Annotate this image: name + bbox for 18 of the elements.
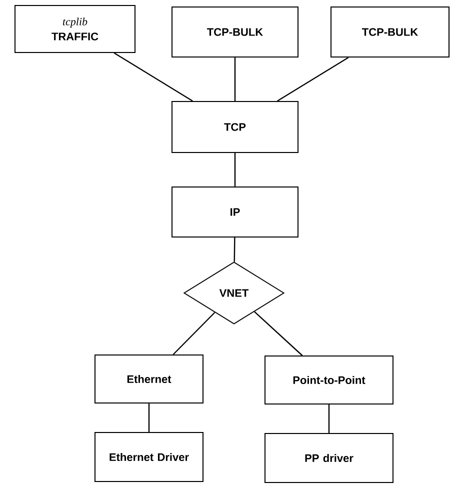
connector-line (234, 238, 236, 262)
connector-line (172, 312, 216, 355)
connector-line (277, 57, 349, 102)
process-box: Ethernet Driver (94, 432, 204, 482)
process-box: tcplib TRAFFIC (14, 5, 136, 53)
process-box: TCP-BULK (172, 6, 298, 58)
process-box: TCP (172, 101, 298, 153)
process-box: IP (172, 186, 298, 238)
connector-line (114, 52, 193, 102)
connector-line (328, 404, 330, 433)
connector-line (148, 404, 150, 432)
process-box: Ethernet (94, 354, 204, 404)
connector-line (234, 153, 236, 186)
process-box: TCP-BULK (330, 6, 450, 58)
process-box: Point-to-Point (264, 356, 394, 404)
connector-line (254, 311, 303, 356)
process-box: PP driver (264, 433, 394, 483)
connector-line (234, 58, 236, 101)
